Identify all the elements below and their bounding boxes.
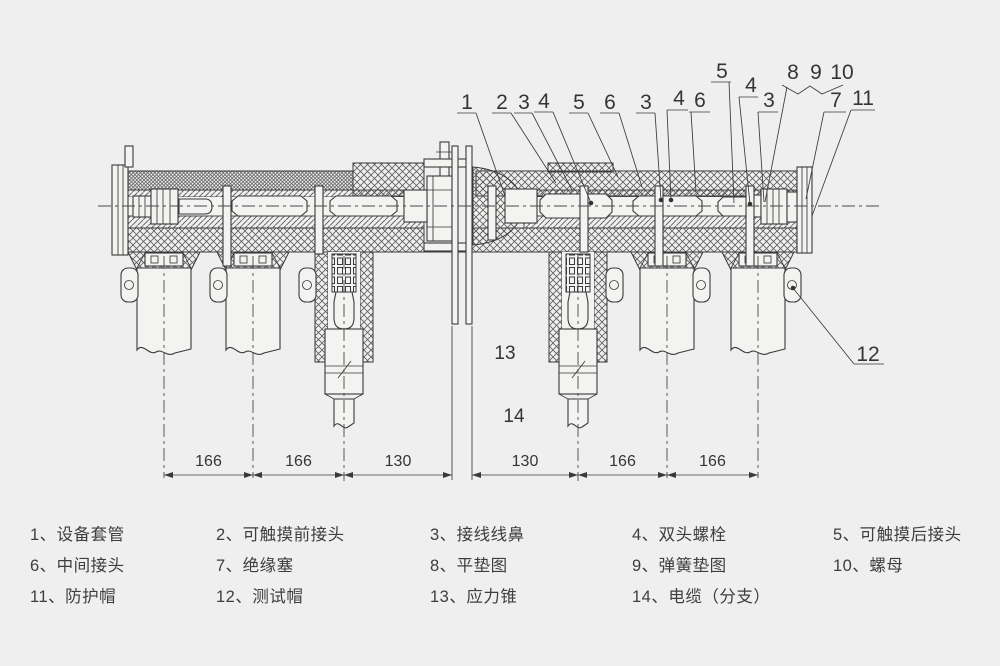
dimension-value: 130 (385, 453, 412, 470)
legend-item: 4、双头螺栓 (632, 526, 727, 544)
callout-number: 9 (810, 61, 822, 84)
leader-line (510, 112, 557, 184)
insulating-plug (786, 191, 798, 223)
center-flange-assembly (403, 141, 538, 480)
dimension-arrow (335, 472, 344, 478)
leader-line (618, 112, 643, 188)
leader-dot (790, 285, 796, 291)
callout-group-brace (781, 84, 844, 95)
centerlines (98, 205, 882, 481)
dimension-arrow (569, 472, 578, 478)
callout-number: 3 (640, 91, 652, 114)
dimension-arrow (578, 472, 587, 478)
legend-item: 6、中间接头 (30, 557, 125, 575)
legend-item: 9、弹簧垫图 (632, 557, 727, 575)
legend-item: 3、接线线鼻 (430, 526, 525, 544)
callout-number: 8 (787, 61, 799, 84)
leader-line (738, 96, 751, 205)
leader-line (552, 111, 592, 204)
callout-number: 13 (494, 343, 515, 364)
callout-number: 10 (830, 61, 853, 84)
leader-line (475, 112, 506, 197)
leader-line (666, 109, 672, 201)
callout-number: 11 (852, 87, 874, 110)
callout-number: 3 (518, 91, 530, 114)
bolt-head (132, 195, 152, 218)
leader-line (654, 112, 662, 201)
leader-dot (588, 200, 594, 206)
leader-line (805, 111, 825, 200)
leader-line (757, 111, 765, 203)
callout-number: 4 (538, 90, 550, 113)
callout-number: 12 (856, 343, 879, 366)
dimension-arrow (244, 472, 253, 478)
callout-number: 3 (763, 89, 775, 112)
leader-dot (668, 197, 674, 203)
dimension-arrow (253, 472, 262, 478)
leader-line (811, 109, 852, 217)
leader-line (690, 111, 697, 193)
callout-number: 4 (745, 74, 757, 97)
leader-line (531, 112, 573, 191)
callout-number: 6 (604, 91, 616, 114)
callout-number: 2 (496, 91, 508, 114)
leader-line (728, 81, 735, 204)
callout-number: 5 (573, 91, 585, 114)
dimension-arrow (344, 472, 353, 478)
leader-line (792, 287, 855, 365)
legend-item: 8、平垫图 (430, 557, 508, 575)
legend-item: 1、设备套管 (30, 526, 125, 544)
callout-number: 4 (673, 87, 685, 110)
leader-line (764, 86, 788, 203)
legend-item: 11、防护帽 (30, 588, 117, 606)
dimension-arrow (749, 472, 758, 478)
legend-item: 7、绝缘塞 (216, 557, 294, 575)
legend-item: 5、可触摸后接头 (833, 526, 962, 544)
dimension-chain: 166 166 130 130 166 166 (164, 453, 758, 478)
dimension-value: 166 (285, 453, 312, 470)
legend-item: 10、螺母 (833, 557, 904, 575)
dimension-arrow (667, 472, 676, 478)
legend-item: 14、电缆（分支） (632, 588, 771, 606)
callout-number: 7 (830, 89, 842, 112)
cable-branches (120, 252, 802, 429)
legend-item: 12、测试帽 (216, 588, 304, 606)
leader-dot (658, 197, 664, 203)
dimension-arrow (472, 472, 481, 478)
dimension-arrow (658, 472, 667, 478)
leader-dot (747, 201, 753, 207)
dimension-value: 130 (512, 453, 539, 470)
callout-number: 1 (461, 91, 473, 114)
internal-hardware (132, 185, 798, 267)
washer-nut-stack (760, 188, 788, 225)
callout-number: 14 (503, 406, 525, 427)
dimension-arrow (443, 472, 452, 478)
dimension-arrow (164, 472, 173, 478)
legend-item: 2、可触摸前接头 (216, 526, 345, 544)
dimension-value: 166 (195, 453, 222, 470)
test-cap-clips (120, 267, 802, 303)
dimension-value: 166 (699, 453, 726, 470)
leader-line (587, 112, 619, 178)
callout-number: 5 (716, 60, 728, 83)
dimension-value: 166 (609, 453, 636, 470)
stud-bolt (539, 193, 613, 219)
callout-number: 6 (694, 89, 706, 112)
legend-item: 13、应力锥 (430, 588, 518, 606)
